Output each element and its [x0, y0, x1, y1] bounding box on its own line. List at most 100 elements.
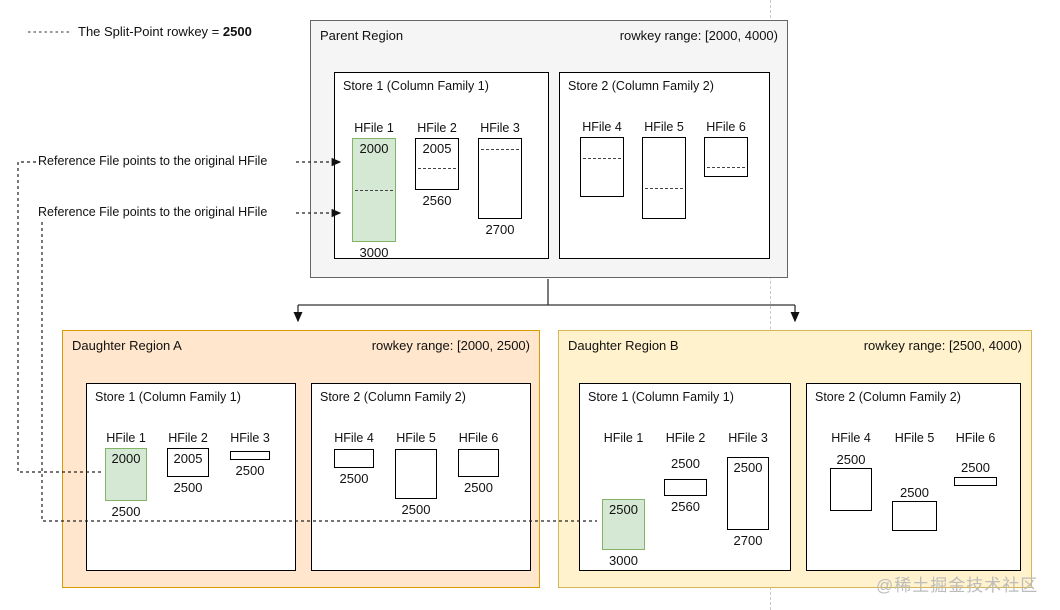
daughter-b-hfile-2-end-key: 2560: [671, 499, 700, 514]
daughter-b-hfile-1: HFile 1 2500 3000: [602, 430, 645, 568]
daughter-a-hfile-1-start-key: 2000: [111, 451, 141, 466]
daughter-a-hfile-3-end-key: 2500: [235, 463, 265, 478]
daughter-b-hfile-1-start-key: 2500: [609, 502, 638, 517]
parent-hfile-5-label: HFile 5: [644, 120, 684, 134]
daughter-a-hfile-4-label: HFile 4: [334, 431, 374, 445]
parent-hfile-1: HFile 1 2000 3000: [352, 120, 396, 260]
reference-file-note-1: Reference File points to the original HF…: [38, 154, 268, 168]
daughter-b-hfile-1-label: HFile 1: [603, 431, 644, 445]
parent-hfile-2-start-key: 2005: [422, 141, 452, 156]
daughter-b-hfile-2-label: HFile 2: [665, 431, 706, 445]
daughter-b-hfile-5-label: HFile 5: [894, 431, 935, 445]
daughter-a-hfile-5: HFile 5 2500: [395, 430, 437, 517]
daughter-a-hfile-4: HFile 4 2500: [334, 430, 374, 486]
split-point-legend-text: The Split-Point rowkey =: [78, 24, 220, 39]
daughter-a-hfile-1: HFile 1 2000 2500: [105, 430, 147, 519]
split-point-legend: The Split-Point rowkey = 2500: [78, 24, 252, 39]
daughter-region-a-rowkey-range: rowkey range: [2000, 2500): [371, 338, 530, 353]
daughter-b-hfile-5-start-key: 2500: [900, 485, 929, 500]
daughter-b-hfile-6: HFile 6 2500: [954, 430, 997, 486]
daughter-a-hfile-6: HFile 6 2500: [458, 430, 499, 495]
daughter-a-hfile-6-box: [458, 449, 499, 477]
daughter-b-hfile-2-start-key: 2500: [671, 456, 700, 471]
parent-hfile-2-label: HFile 2: [417, 121, 457, 135]
parent-hfile-6-box: [704, 137, 748, 177]
parent-hfile-1-label: HFile 1: [354, 121, 394, 135]
daughter-a-hfile-1-box: 2000: [105, 448, 147, 501]
parent-hfile-1-end-key: 3000: [359, 245, 389, 260]
split-dash-line: [645, 188, 683, 189]
parent-region-header: Parent Region rowkey range: [2000, 4000): [311, 21, 787, 43]
daughter-b-store-2-title: Store 2 (Column Family 2): [815, 390, 961, 404]
parent-hfile-2: HFile 2 2005 2560: [415, 120, 459, 208]
daughter-b-hfile-1-end-key: 3000: [609, 553, 638, 568]
daughter-b-hfile-6-start-key: 2500: [961, 460, 990, 475]
parent-store-2: Store 2 (Column Family 2) HFile 4 HFile …: [559, 72, 770, 259]
daughter-b-hfile-4: HFile 4 2500: [830, 430, 872, 511]
daughter-region-a: Daughter Region A rowkey range: [2000, 2…: [62, 330, 540, 588]
split-dash-line: [355, 190, 393, 191]
parent-region: Parent Region rowkey range: [2000, 4000)…: [310, 20, 788, 278]
parent-hfile-3-end-key: 2700: [485, 222, 515, 237]
daughter-a-store-1: Store 1 (Column Family 1) HFile 1 2000 2…: [86, 383, 296, 571]
daughter-a-hfile-2-label: HFile 2: [168, 431, 208, 445]
daughter-b-hfile-4-label: HFile 4: [831, 431, 871, 445]
daughter-b-store-1: Store 1 (Column Family 1) HFile 1 2500 3…: [579, 383, 791, 571]
daughter-b-hfile-2: HFile 2 2500 2560: [664, 430, 707, 514]
parent-region-rowkey-range: rowkey range: [2000, 4000): [619, 28, 778, 43]
daughter-a-hfile-4-end-key: 2500: [339, 471, 369, 486]
reference-file-note-2: Reference File points to the original HF…: [38, 205, 268, 219]
parent-hfile-3: HFile 3 2700: [478, 120, 522, 237]
daughter-a-hfile-3: HFile 3 2500: [230, 430, 270, 478]
daughter-b-store-1-title: Store 1 (Column Family 1): [588, 390, 734, 404]
daughter-a-hfile-6-end-key: 2500: [464, 480, 493, 495]
parent-hfile-5: HFile 5: [642, 119, 686, 219]
daughter-region-a-header: Daughter Region A rowkey range: [2000, 2…: [63, 331, 539, 353]
parent-hfile-1-start-key: 2000: [359, 141, 389, 156]
daughter-a-store-1-title: Store 1 (Column Family 1): [95, 390, 241, 404]
daughter-b-hfile-3-start-key: 2500: [733, 460, 763, 475]
daughter-b-store-2: Store 2 (Column Family 2) HFile 4 2500 H…: [806, 383, 1021, 571]
split-dash-line: [707, 167, 745, 168]
daughter-a-hfile-1-label: HFile 1: [106, 431, 146, 445]
daughter-a-hfile-1-end-key: 2500: [111, 504, 141, 519]
daughter-a-hfile-5-end-key: 2500: [401, 502, 431, 517]
daughter-b-hfile-4-box: [830, 468, 872, 511]
daughter-b-hfile-2-box: [664, 479, 707, 496]
parent-hfile-3-box: [478, 138, 522, 219]
daughter-a-hfile-6-label: HFile 6: [458, 431, 499, 445]
daughter-b-hfile-1-box: 2500: [602, 499, 645, 550]
split-dash-line: [418, 168, 456, 169]
split-dash-line: [481, 149, 519, 150]
daughter-a-hfile-4-box: [334, 449, 374, 468]
split-point-legend-value: 2500: [222, 24, 252, 39]
parent-store-2-title: Store 2 (Column Family 2): [568, 79, 714, 93]
daughter-b-hfile-6-label: HFile 6: [955, 431, 996, 445]
parent-hfile-3-label: HFile 3: [480, 121, 520, 135]
daughter-region-b-rowkey-range: rowkey range: [2500, 4000): [863, 338, 1022, 353]
parent-hfile-6: HFile 6: [704, 119, 748, 177]
daughter-a-hfile-2: HFile 2 2005 2500: [167, 430, 209, 495]
daughter-a-store-2: Store 2 (Column Family 2) HFile 4 2500 H…: [311, 383, 531, 571]
daughter-a-hfile-2-start-key: 2005: [173, 451, 203, 466]
daughter-a-hfile-2-end-key: 2500: [173, 480, 203, 495]
daughter-b-hfile-5-box: [892, 501, 937, 531]
daughter-b-hfile-3: HFile 3 2500 2700: [727, 430, 769, 548]
daughter-a-store-2-title: Store 2 (Column Family 2): [320, 390, 466, 404]
daughter-b-hfile-3-end-key: 2700: [733, 533, 763, 548]
daughter-a-hfile-5-box: [395, 449, 437, 499]
split-dash-line: [583, 158, 621, 159]
parent-split-connector: [298, 279, 795, 306]
daughter-b-hfile-3-label: HFile 3: [728, 431, 768, 445]
daughter-b-hfile-3-box: 2500: [727, 457, 769, 530]
daughter-a-hfile-3-box: [230, 451, 270, 460]
parent-hfile-4-label: HFile 4: [582, 120, 622, 134]
daughter-b-hfile-5: HFile 5 2500: [892, 430, 937, 531]
daughter-region-b: Daughter Region B rowkey range: [2500, 4…: [558, 330, 1032, 588]
daughter-a-hfile-2-box: 2005: [167, 448, 209, 477]
daughter-a-hfile-5-label: HFile 5: [396, 431, 436, 445]
parent-store-1-title: Store 1 (Column Family 1): [343, 79, 489, 93]
parent-store-1: Store 1 (Column Family 1) HFile 1 2000 3…: [334, 72, 549, 260]
parent-hfile-2-end-key: 2560: [422, 193, 452, 208]
daughter-b-hfile-4-start-key: 2500: [836, 452, 866, 467]
